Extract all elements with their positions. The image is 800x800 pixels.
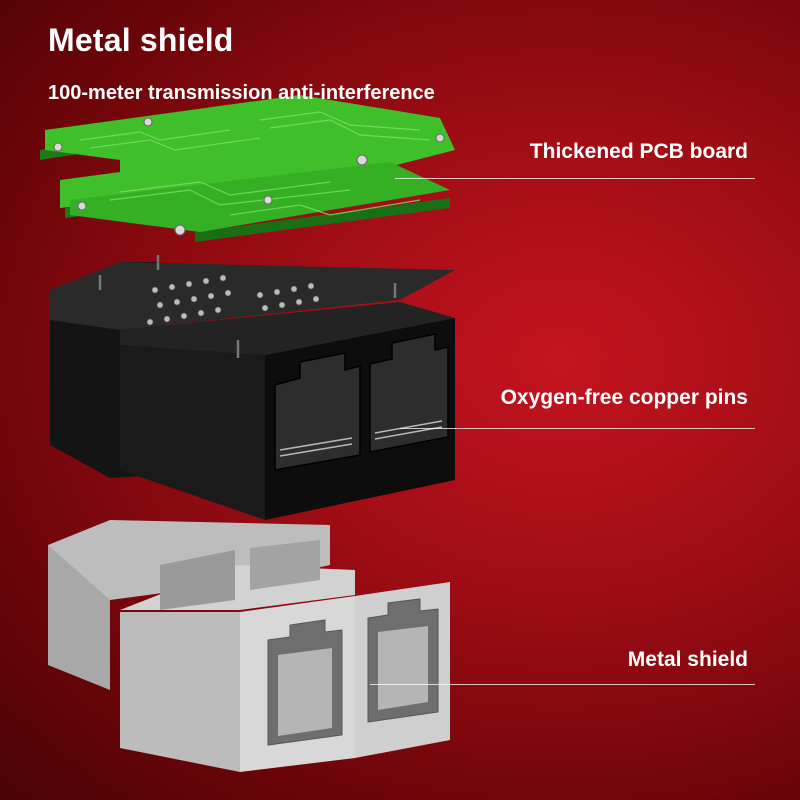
pcb-board-image	[40, 95, 455, 242]
callout-label-pcb: Thickened PCB board	[529, 140, 748, 163]
callout-line-pins	[400, 428, 755, 429]
black-housing-image	[50, 255, 455, 520]
callout-label-shield: Metal shield	[627, 648, 748, 671]
callout-line-pcb	[395, 178, 755, 179]
callout-line-shield	[370, 684, 755, 685]
metal-shield-image	[48, 520, 450, 772]
page-subtitle: 100-meter transmission anti-interference	[48, 82, 435, 104]
page-title: Metal shield	[48, 22, 234, 58]
callout-label-pins: Oxygen-free copper pins	[500, 386, 748, 409]
